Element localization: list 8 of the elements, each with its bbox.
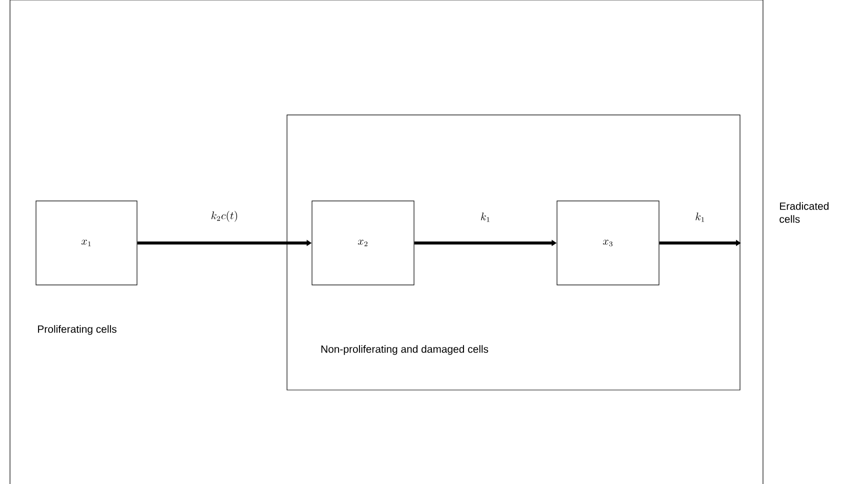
- state-box: $x_3$: [556, 200, 660, 286]
- edge-label: $k_1$: [481, 212, 490, 222]
- node-label: Proliferating cells: [38, 325, 116, 335]
- edge-label: $k_2c(t)$: [211, 210, 238, 222]
- text-label: Eradicated cells: [780, 202, 829, 223]
- edge-label: $k_1$: [696, 212, 704, 222]
- state-box: $x_2$: [312, 200, 414, 286]
- state-box: $x_1$: [36, 200, 138, 286]
